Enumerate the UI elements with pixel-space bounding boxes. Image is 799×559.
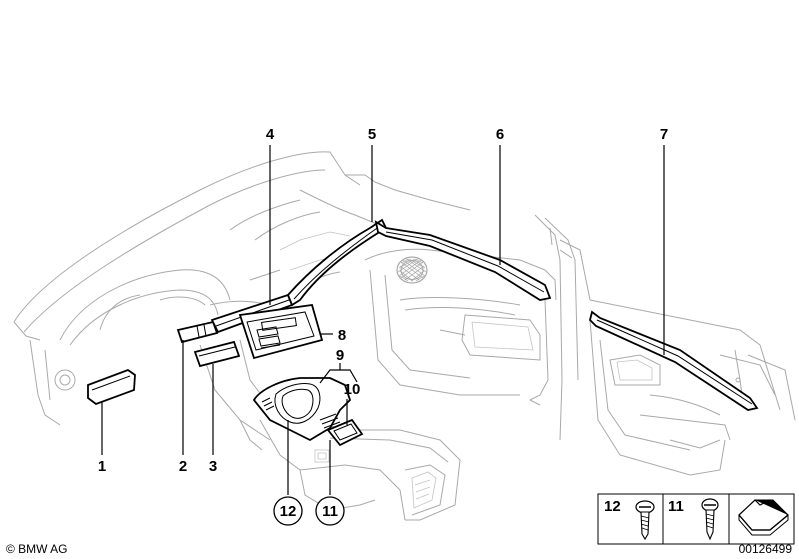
legend-label-12: 12 xyxy=(604,498,621,515)
door-speaker-grille xyxy=(396,256,428,284)
callout-12: 12 xyxy=(280,503,297,520)
trim-strip-6 xyxy=(374,220,552,301)
console-trim-9 xyxy=(252,377,352,442)
trim-strip-5 xyxy=(286,218,388,307)
callout-12-circle xyxy=(273,496,303,526)
legend-label-11: 11 xyxy=(668,498,684,515)
callout-11-circle xyxy=(315,496,345,526)
diagram-number: 00126499 xyxy=(739,542,793,556)
ashtray-cover-10 xyxy=(326,418,364,447)
trim-strip-7 xyxy=(589,310,759,411)
callout-6: 6 xyxy=(496,126,504,143)
callout-1: 1 xyxy=(98,458,106,475)
copyright-text: © BMW AG xyxy=(6,542,68,556)
car-interior-outline xyxy=(13,151,796,521)
callout-numbers: 1 2 3 4 5 6 7 8 9 10 12 11 xyxy=(98,126,668,526)
callout-5: 5 xyxy=(368,126,376,143)
parts-legend: 12 11 xyxy=(597,493,795,545)
callout-10: 10 xyxy=(344,381,361,398)
callout-9: 9 xyxy=(336,347,344,364)
direction-arrow-icon xyxy=(738,499,789,536)
callout-4: 4 xyxy=(266,126,275,143)
trim-strip-1 xyxy=(87,368,136,406)
callout-3: 3 xyxy=(209,458,217,475)
center-trim-panel-8 xyxy=(238,304,324,360)
trim-strip-3 xyxy=(193,340,241,368)
callout-8: 8 xyxy=(338,327,346,344)
screw-11-icon xyxy=(701,498,719,541)
callout-2: 2 xyxy=(179,458,187,475)
callout-7: 7 xyxy=(660,126,668,143)
leader-lines xyxy=(101,145,665,495)
trim-strip-2 xyxy=(176,320,219,344)
screw-12-icon xyxy=(635,500,655,541)
callout-11: 11 xyxy=(322,503,338,520)
